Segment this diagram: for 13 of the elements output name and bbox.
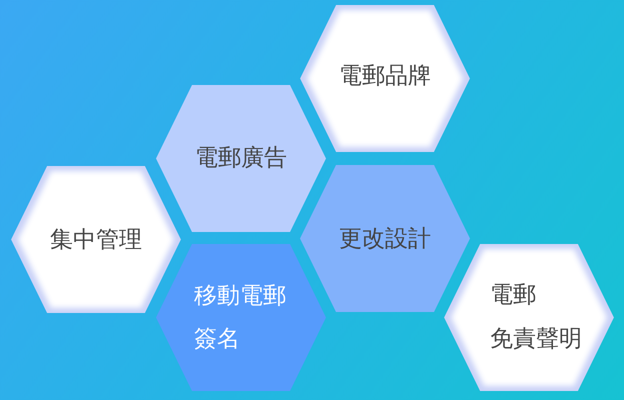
hexagon-node: [300, 5, 470, 152]
hexagon-label: 電郵品牌: [339, 62, 431, 90]
hexagon-node: [156, 85, 326, 232]
hexagon-node: [156, 244, 326, 391]
hexagon-label: 電郵: [490, 280, 536, 310]
hexagon-label: 集中管理: [50, 226, 142, 254]
hexagon-node: [300, 165, 470, 312]
hexagon-label: 移動電郵簽名: [194, 282, 287, 354]
hexagon-node: [11, 166, 181, 313]
hexagon-label: 電郵廣告: [195, 144, 287, 172]
hexagon-node: [444, 244, 614, 391]
hexagon-label: 免責聲明: [490, 324, 582, 354]
hexagon-label: 更改設計: [339, 224, 431, 254]
